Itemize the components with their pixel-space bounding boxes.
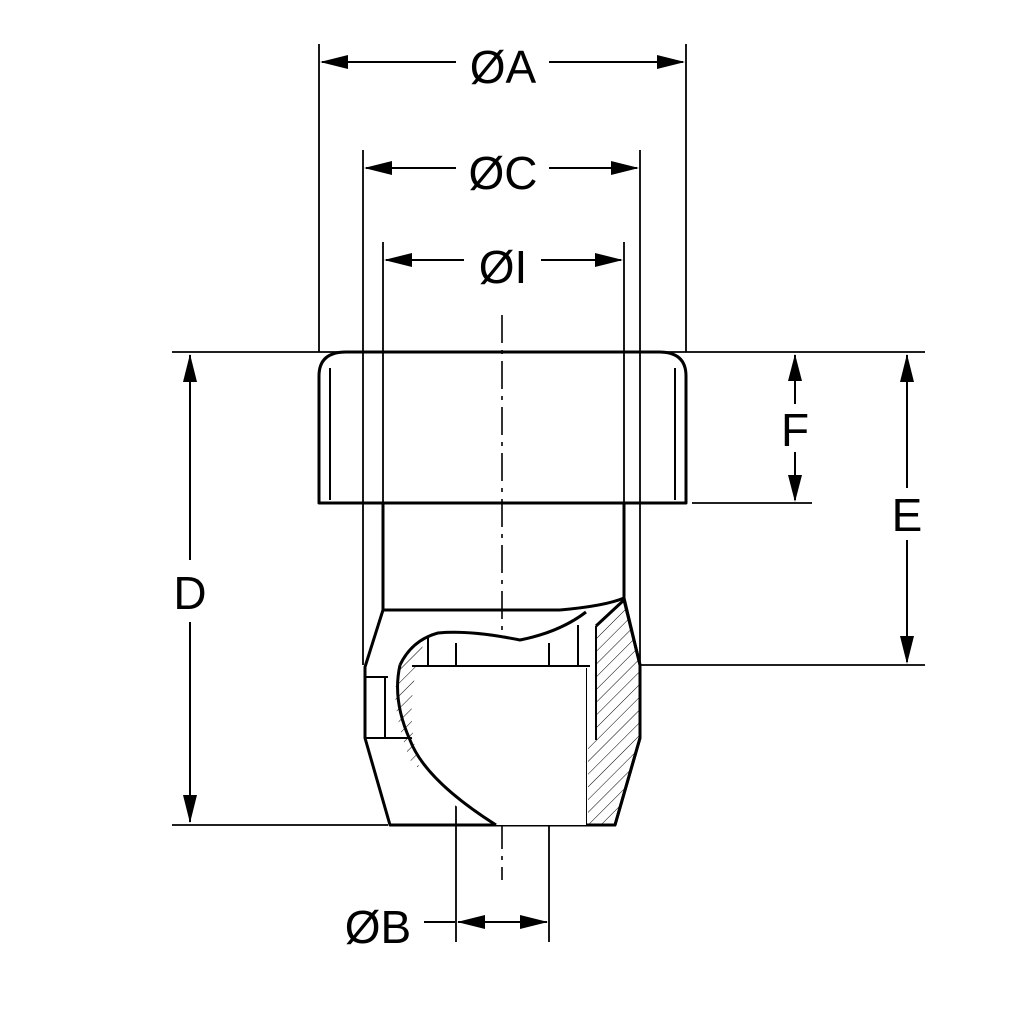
part-outline: [317, 350, 688, 827]
shank-shoulder-curve: [559, 596, 625, 612]
dimension-diameter-i: ØI: [384, 241, 623, 293]
section-hatch-right: [588, 600, 640, 825]
arrow-e-top: [900, 354, 914, 382]
label-diameter-c: ØC: [469, 147, 538, 199]
cutaway-mask: [400, 610, 586, 825]
arrow-i-right: [595, 253, 623, 267]
arrow-d-bottom: [183, 795, 197, 823]
arrow-a-right: [657, 55, 685, 69]
bore-top: [427, 625, 579, 667]
flange-head: [317, 350, 688, 505]
arrow-f-top: [788, 354, 802, 381]
arrow-c-right: [611, 161, 639, 175]
label-diameter-b: ØB: [345, 901, 411, 953]
arrow-c-left: [364, 161, 392, 175]
arrow-b-left: [457, 915, 485, 929]
dimension-diameter-c: ØC: [364, 147, 639, 199]
label-length-e: E: [892, 489, 923, 541]
arrow-e-bottom: [900, 636, 914, 664]
arrow-a-left: [320, 55, 348, 69]
label-diameter-i: ØI: [479, 241, 528, 293]
label-length-f: F: [781, 404, 809, 456]
section-outline-right: [588, 598, 642, 827]
dimension-diameter-a: ØA: [320, 41, 685, 93]
cutaway-edge: [398, 610, 587, 666]
label-diameter-a: ØA: [470, 41, 537, 93]
dimension-length-f: F: [781, 354, 809, 502]
arrow-b-right: [520, 915, 548, 929]
dimension-diameter-b: ØB: [345, 901, 548, 953]
arrow-i-left: [384, 253, 412, 267]
cutaway-edge-lower: [396, 664, 497, 827]
label-length-d: D: [173, 567, 206, 619]
arrow-d-top: [183, 354, 197, 382]
dimension-length-e: E: [892, 354, 923, 664]
dimension-length-d: D: [173, 354, 207, 823]
arrow-f-bottom: [788, 475, 802, 502]
section-hatch-left: [395, 632, 440, 770]
